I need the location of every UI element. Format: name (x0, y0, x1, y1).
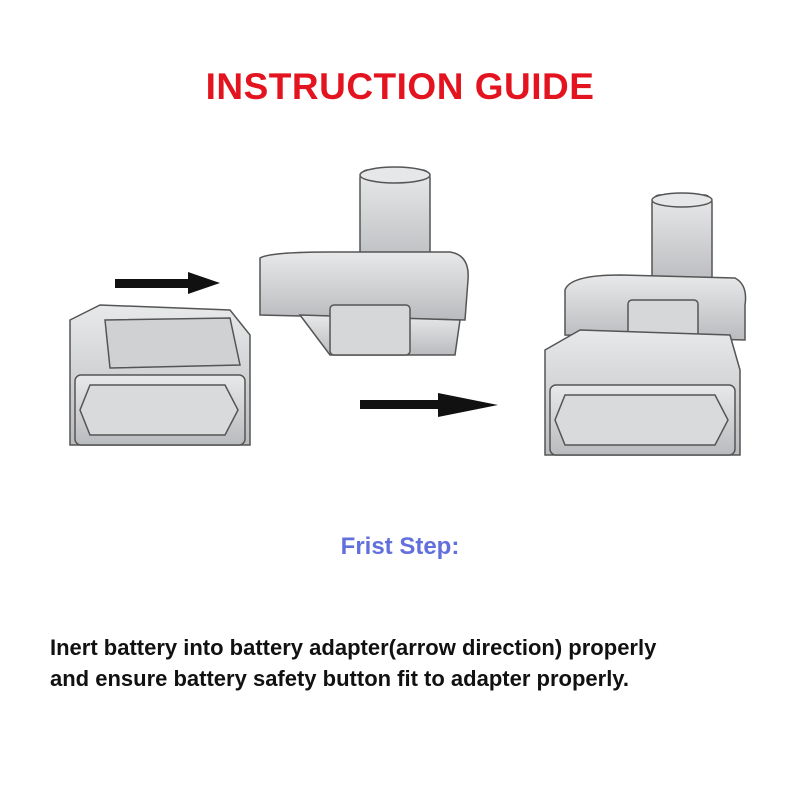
page-title: INSTRUCTION GUIDE (205, 66, 595, 107)
step-heading: Frist Step: (340, 533, 460, 560)
arrow-right-icon (115, 272, 220, 294)
instruction-text: Inert battery into battery adapter(arrow… (50, 632, 790, 694)
assembled-image (544, 192, 747, 456)
instruction-line: Inert battery into battery adapter(arrow… (50, 635, 657, 660)
instruction-line: and ensure battery safety button fit to … (50, 666, 630, 691)
battery-image (69, 304, 251, 446)
arrow-right-icon (360, 393, 498, 417)
adapter-image (259, 166, 469, 356)
instruction-illustration (69, 166, 747, 456)
